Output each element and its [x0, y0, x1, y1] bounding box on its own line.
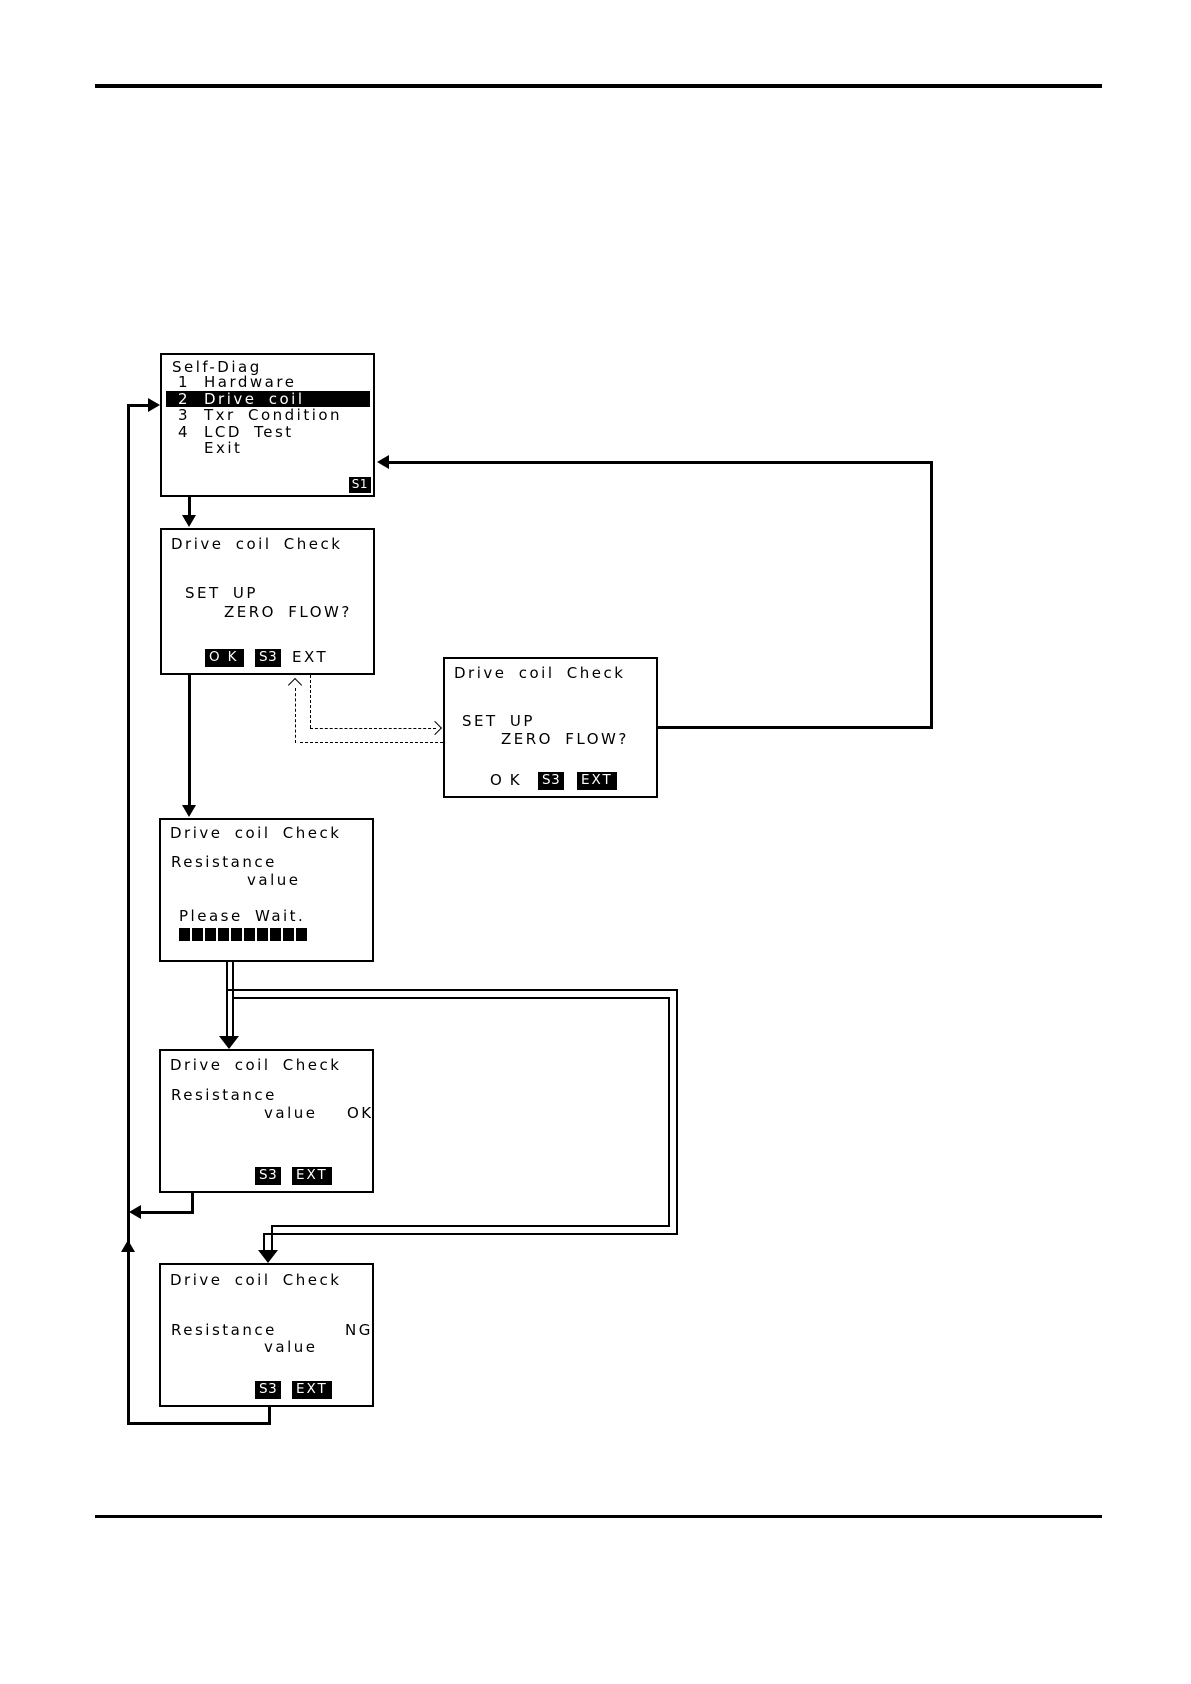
dbl-branch-down-inner	[271, 1225, 273, 1251]
arrowhead-down-wait	[182, 805, 196, 817]
prompt-zero-flow: ZERO FLOW?	[501, 730, 629, 748]
softkey-ext-badge: EXT	[292, 1167, 332, 1185]
self-diag-menu: 1 Hardware 2 Drive coil 3 Txr Condition …	[166, 373, 370, 458]
progress-block	[257, 928, 268, 941]
menu-item-lcd-test: 4 LCD Test	[178, 422, 294, 441]
status-badge-s1: S1	[348, 477, 371, 493]
bottom-rule	[95, 1515, 1102, 1518]
softkey-s3-badge: S3	[255, 1167, 282, 1185]
line-ng-exit-v	[268, 1407, 271, 1425]
screen-title: Self-Diag	[172, 358, 262, 376]
dashed-forward-h	[310, 728, 436, 729]
chevron-right-icon	[427, 720, 443, 736]
menu-item-exit: Exit	[204, 439, 243, 458]
dashed-back-v	[295, 688, 296, 743]
line-setup-to-wait	[188, 675, 191, 805]
line-feedback-top	[389, 461, 933, 464]
menu-item-hardware: 1 Hardware	[178, 373, 297, 392]
chevron-up-icon	[287, 677, 303, 693]
progress-block	[283, 928, 294, 941]
please-wait-label: Please Wait.	[179, 907, 306, 925]
value-label: value	[264, 1104, 318, 1122]
arrowhead-left-ok-exit	[129, 1205, 141, 1219]
dbl-main-right	[232, 962, 234, 1038]
line-ok-exit-v	[191, 1193, 194, 1214]
prompt-setup: SET UP	[185, 584, 258, 602]
line-feedback-bottom	[658, 726, 933, 729]
line-selfdiag-to-setup	[188, 497, 191, 515]
progress-block	[231, 928, 242, 941]
dbl-branch-bottom-inner	[271, 1225, 670, 1227]
screen-title: Drive coil Check	[454, 664, 626, 682]
screen-title: Drive coil Check	[171, 535, 343, 553]
softkey-ext-badge: EXT	[577, 772, 617, 790]
progress-bar	[179, 928, 309, 941]
result-ng-label: NG	[345, 1321, 373, 1339]
top-rule	[95, 84, 1102, 88]
progress-block	[244, 928, 255, 941]
value-label: value	[264, 1338, 318, 1356]
progress-block	[192, 928, 203, 941]
arrowhead-down-ng	[258, 1250, 278, 1263]
screen-setup-zero-flow-alt: Drive coil Check SET UP ZERO FLOW? OK S3…	[443, 657, 658, 798]
line-feedback-right	[930, 461, 933, 729]
dbl-main-left	[226, 962, 228, 1038]
screen-title: Drive coil Check	[170, 1271, 342, 1289]
softkey-ok-badge: OK	[205, 649, 245, 667]
softkey-s3-badge: S3	[255, 1381, 282, 1399]
line-ng-exit-h	[127, 1422, 271, 1425]
dbl-branch-top-outer	[228, 989, 678, 991]
prompt-setup: SET UP	[462, 712, 535, 730]
progress-block	[179, 928, 190, 941]
dashed-back-h	[300, 742, 443, 743]
dbl-branch-top-inner	[234, 997, 670, 999]
softkey-s3-badge: S3	[255, 649, 282, 667]
screen-resistance-wait: Drive coil Check Resistance value Please…	[159, 818, 374, 962]
result-ok-label: OK	[347, 1104, 374, 1122]
arrowhead-right-selfdiag	[148, 398, 160, 412]
progress-block	[205, 928, 216, 941]
resistance-label: Resistance	[171, 853, 277, 871]
progress-block	[218, 928, 229, 941]
arrowhead-left-selfdiag	[377, 455, 389, 469]
arrowhead-down-setup	[182, 515, 196, 527]
screen-title: Drive coil Check	[170, 1056, 342, 1074]
screen-self-diag: Self-Diag 1 Hardware 2 Drive coil 3 Txr …	[160, 353, 375, 497]
menu-item-drive-coil-selected: 2 Drive coil	[166, 390, 370, 408]
line-ok-exit-h	[140, 1211, 194, 1214]
screen-resistance-ok: Drive coil Check Resistance value OK S3 …	[159, 1049, 374, 1193]
softkey-ext-label: EXT	[292, 648, 329, 666]
prompt-zero-flow: ZERO FLOW?	[224, 603, 352, 621]
resistance-label: Resistance	[171, 1086, 277, 1104]
dbl-branch-bottom-outer	[263, 1233, 678, 1235]
menu-item-txr-condition: 3 Txr Condition	[178, 406, 343, 425]
softkey-ext-badge: EXT	[292, 1381, 332, 1399]
arrowhead-down-ok	[219, 1036, 239, 1049]
screen-resistance-ng: Drive coil Check Resistance NG value S3 …	[159, 1263, 374, 1407]
screen-setup-zero-flow: Drive coil Check SET UP ZERO FLOW? OK S3…	[160, 528, 375, 675]
arrowhead-up-return	[121, 1240, 135, 1252]
softkey-ok-label: OK	[490, 771, 528, 789]
resistance-label: Resistance	[171, 1321, 277, 1339]
screen-title: Drive coil Check	[170, 824, 342, 842]
line-return-left	[127, 405, 130, 1424]
value-label: value	[247, 871, 301, 889]
dashed-forward-v	[310, 675, 311, 728]
progress-block	[270, 928, 281, 941]
softkey-s3-badge: S3	[538, 772, 565, 790]
line-return-top	[127, 404, 150, 407]
progress-block	[296, 928, 307, 941]
dbl-branch-right-outer	[676, 989, 678, 1235]
dbl-branch-right-inner	[668, 997, 670, 1227]
dbl-branch-down-outer	[263, 1233, 265, 1251]
